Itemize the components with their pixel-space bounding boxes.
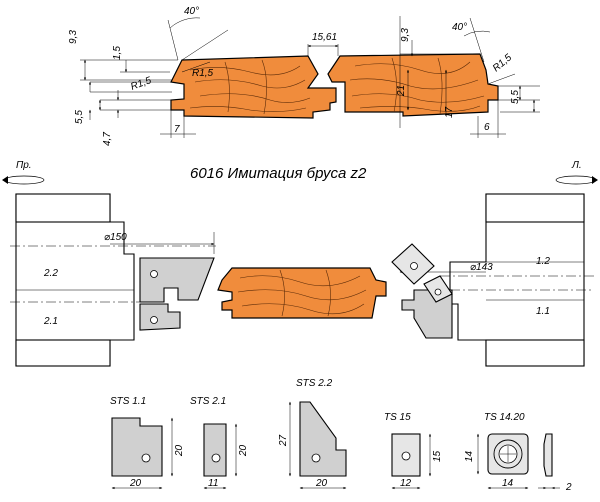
right-board-profile bbox=[327, 53, 499, 117]
rotation-left-icon bbox=[3, 175, 45, 185]
knife-width-sts-1-1: 20 bbox=[129, 478, 142, 489]
drawing-title: 6016 Имитация бруса z2 bbox=[190, 165, 367, 182]
knife-ts-15: TS 15 12 15 bbox=[384, 412, 443, 490]
knife-width-sts-2-1: 11 bbox=[208, 478, 218, 489]
knife-label-ts-15: TS 15 bbox=[384, 412, 411, 423]
right-cutter-body bbox=[449, 193, 585, 367]
knife-height-sts-1-1: 20 bbox=[174, 444, 185, 457]
knife-height-ts-15: 15 bbox=[432, 450, 443, 462]
knife-height-ts-14-20: 14 bbox=[464, 450, 475, 462]
knife-sts-2-1: STS 2.1 11 20 bbox=[190, 396, 249, 490]
profile-section: 9,3 1,5 40° R1,5 R1,5 5,5 4,7 7 15,61 9,… bbox=[68, 6, 540, 146]
dim-6: 6 bbox=[484, 122, 490, 133]
wood-grain bbox=[189, 57, 485, 115]
rotation-right-icon bbox=[555, 175, 597, 185]
profile-dimension-lines bbox=[80, 16, 540, 138]
label-1-2: 1.2 bbox=[536, 256, 550, 267]
knife-width-ts-15: 12 bbox=[400, 478, 412, 489]
left-hub-top bbox=[15, 193, 111, 223]
knife-thickness-ts-14-20: 2 bbox=[565, 482, 572, 493]
knife-label-ts-14-20: TS 14.20 bbox=[484, 412, 525, 423]
knife-sts-1-1: STS 1.1 20 20 bbox=[110, 396, 185, 490]
center-board-profile bbox=[217, 267, 387, 319]
dim-143: ⌀143 bbox=[470, 262, 493, 273]
right-hub-bottom bbox=[485, 339, 585, 367]
label-2-1: 2.1 bbox=[43, 316, 58, 327]
tool-assembly: ⌀150 2.2 2.1 ⌀143 1.2 1.1 bbox=[10, 193, 594, 367]
dim-5-5-left: 5,5 bbox=[74, 110, 85, 124]
rotation-left-label: Пр. bbox=[16, 160, 32, 171]
label-2-2: 2.2 bbox=[43, 268, 58, 279]
rotation-right: Л. bbox=[555, 160, 598, 185]
right-knife-1-2-lower bbox=[401, 289, 453, 339]
dim-9-3-left: 9,3 bbox=[68, 30, 79, 44]
right-hub-top bbox=[485, 193, 585, 223]
left-hub-bottom bbox=[15, 339, 111, 367]
dim-9-3-right: 9,3 bbox=[400, 28, 411, 42]
dim-40-left: 40° bbox=[184, 6, 199, 17]
left-knife-2-2 bbox=[139, 257, 215, 303]
knife-label-sts-2-2: STS 2.2 bbox=[296, 378, 333, 389]
knife-label-sts-1-1: STS 1.1 bbox=[110, 396, 146, 407]
dim-r1-5-b: R1,5 bbox=[129, 75, 153, 93]
rotation-left: Пр. bbox=[2, 160, 45, 185]
knife-width-sts-2-2: 20 bbox=[315, 478, 328, 489]
knife-height-sts-2-2: 27 bbox=[278, 434, 289, 447]
center-board-grain bbox=[237, 269, 367, 317]
dim-15-61: 15,61 bbox=[312, 32, 337, 43]
left-knife-2-1 bbox=[139, 303, 181, 331]
dim-7: 7 bbox=[174, 124, 180, 135]
left-board-profile bbox=[170, 55, 337, 119]
dim-4-7: 4,7 bbox=[102, 132, 113, 146]
rotation-right-label: Л. bbox=[571, 160, 582, 171]
dim-40-right: 40° bbox=[452, 22, 467, 33]
dim-5-5-right: 5,5 bbox=[510, 90, 521, 104]
knife-ts-14-20: TS 14.20 14 14 2 bbox=[464, 412, 572, 493]
dim-21: 21 bbox=[396, 85, 407, 97]
knife-sts-2-2: STS 2.2 20 27 bbox=[278, 378, 347, 490]
dim-1-5-left: 1,5 bbox=[112, 46, 123, 60]
knife-label-sts-2-1: STS 2.1 bbox=[190, 396, 226, 407]
dim-r1-5-a: R1,5 bbox=[192, 68, 214, 79]
dim-r1-5-right: R1,5 bbox=[491, 52, 515, 74]
label-1-1: 1.1 bbox=[536, 306, 550, 317]
knife-height-sts-2-1: 20 bbox=[238, 444, 249, 457]
dim-17: 17 bbox=[444, 106, 455, 118]
dim-150: ⌀150 bbox=[104, 232, 127, 243]
knife-width-ts-14-20: 14 bbox=[502, 478, 514, 489]
